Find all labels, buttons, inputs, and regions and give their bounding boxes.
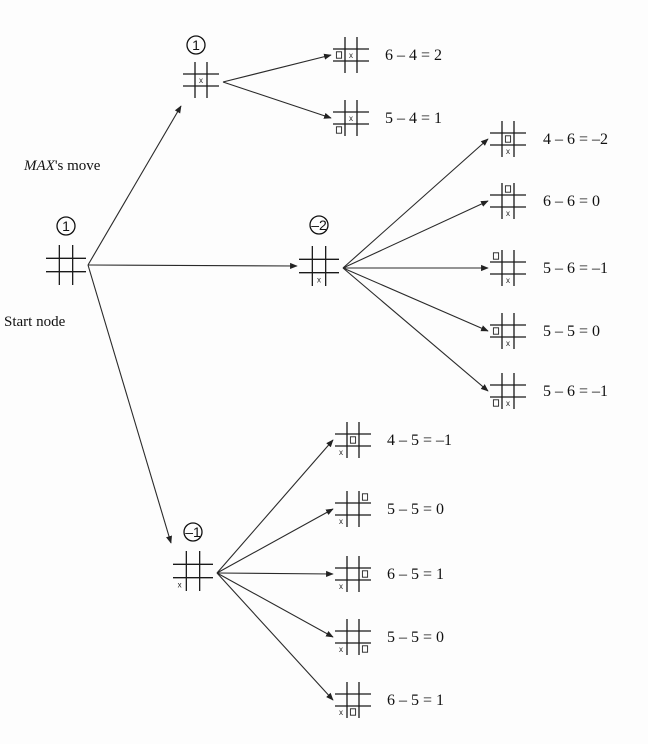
x-mark: x [317,275,321,284]
leaf-score: 5 – 4 = 1 [385,110,442,127]
root-board [46,245,86,285]
tree-edge [342,267,489,332]
leaf-score: 5 – 6 = –1 [543,260,608,277]
leaf-board-c2-2: x [490,250,526,286]
leaf-board-c3-3: x [335,619,371,655]
x-mark: x [506,209,510,218]
child-board-c3: x [173,551,213,591]
leaf-board-c1-0: x [333,37,369,73]
o-mark [504,135,512,143]
leaf-score: 5 – 6 = –1 [543,383,608,400]
leaf-score: 5 – 5 = 0 [543,323,600,340]
leaf-board-c3-4: x [335,682,371,718]
tree-edge [87,262,298,270]
child-board-c2: x [299,246,339,286]
leaf-score: 4 – 5 = –1 [387,432,452,449]
x-mark: x [506,399,510,408]
tree-edge [216,508,334,574]
x-mark: x [349,51,353,60]
tree-edges [87,53,489,701]
child-value-badge-c3: –1 [183,522,203,542]
o-mark [335,126,343,134]
o-mark [335,51,343,59]
tree-edge [216,572,334,701]
x-mark: x [178,580,182,589]
o-mark [349,436,357,444]
leaf-board-c2-4: x [490,373,526,409]
leaf-score: 4 – 6 = –2 [543,131,608,148]
tree-edge [222,81,332,119]
value-circle [186,35,206,55]
value-circle [309,215,329,235]
tree-edge [216,570,334,578]
leaf-score: 6 – 4 = 2 [385,47,442,64]
value-circle [56,216,76,236]
x-mark: x [339,645,343,654]
leaf-board-c3-2: x [335,556,371,592]
tree-edge [342,200,489,269]
value-text: 1 [192,37,200,53]
leaf-score: 6 – 5 = 1 [387,566,444,583]
leaf-board-c1-1: x [333,100,369,136]
tree-nodes: 1 x 1 x 6 – 4 = 2 x 5 – 4 = 1 x –2 x 4 – 6 = –2 x 6 … [46,35,608,718]
leaf-board-c2-1: x [490,183,526,219]
leaf-board-c3-1: x [335,491,371,527]
leaf-score: 6 – 5 = 1 [387,692,444,709]
x-mark: x [339,448,343,457]
x-mark: x [506,147,510,156]
x-mark: x [339,517,343,526]
o-mark [349,708,357,716]
child-value-badge-c1: 1 [186,35,206,55]
leaf-score: 6 – 6 = 0 [543,193,600,210]
leaf-board-c2-3: x [490,313,526,349]
x-mark: x [339,708,343,717]
o-mark [492,399,500,407]
root-value-badge: 1 [56,216,76,236]
leaf-board-c2-0: x [490,121,526,157]
x-mark: x [506,276,510,285]
leaf-score: 5 – 5 = 0 [387,629,444,646]
x-mark: x [199,76,203,85]
o-mark [492,252,500,260]
o-mark [492,327,500,335]
tree-edge [222,53,332,83]
tree-edge [216,572,334,638]
tree-edge [342,138,489,269]
leaf-board-c3-0: x [335,422,371,458]
x-mark: x [506,339,510,348]
max-move-label: MAX's move [23,158,101,174]
o-mark [361,645,369,653]
leaf-score: 5 – 5 = 0 [387,501,444,518]
value-circle [183,522,203,542]
x-mark: x [349,114,353,123]
x-mark: x [339,582,343,591]
start-node-label: Start node [4,314,66,330]
o-mark [504,185,512,193]
value-text: –1 [185,524,201,540]
tree-edge [87,264,172,544]
o-mark [361,493,369,501]
value-text: –2 [311,217,327,233]
tree-edge [216,439,334,574]
child-value-badge-c2: –2 [309,215,329,235]
tree-edge [87,105,182,266]
child-board-c1: x [183,62,219,98]
o-mark [361,570,369,578]
tree-edge [342,267,489,392]
value-text: 1 [62,218,70,234]
